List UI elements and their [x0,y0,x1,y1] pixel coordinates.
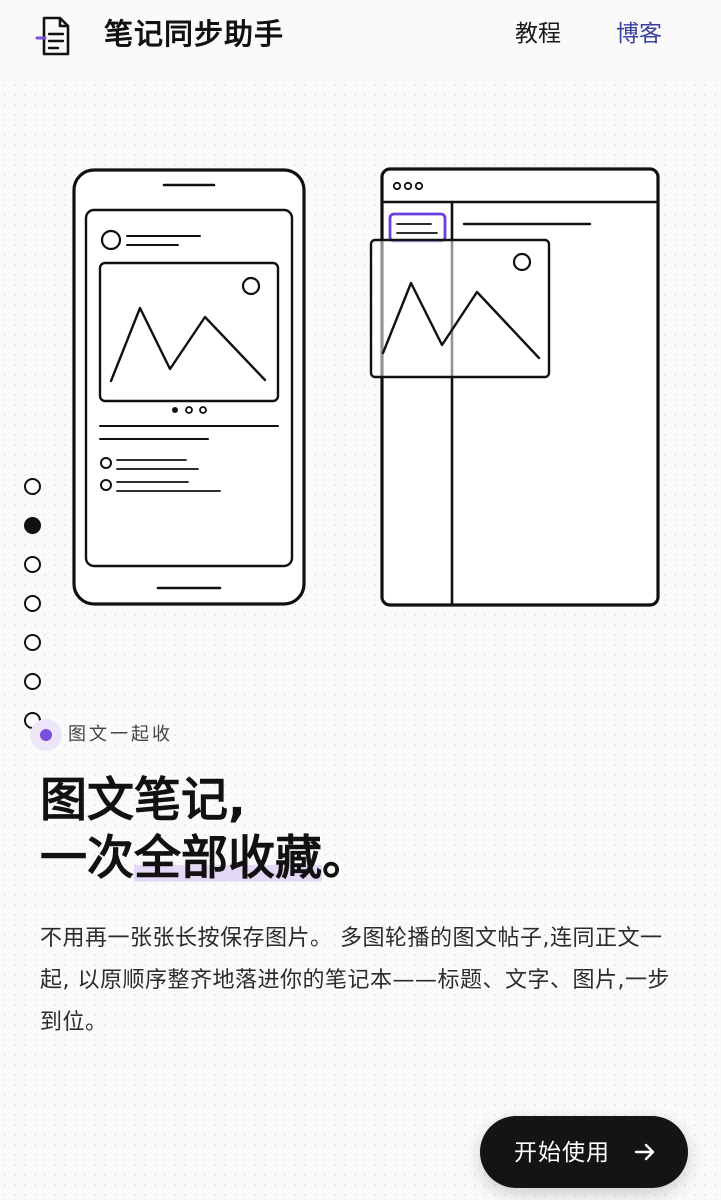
brand-name[interactable]: 笔记同步助手 [104,17,285,51]
feature-headline: 图文笔记, 一次全部收藏。 [40,772,369,888]
pager-dot-1[interactable] [24,478,41,495]
pager-dot-4[interactable] [24,595,41,612]
arrow-right-icon [634,1143,655,1161]
headline-line-1: 图文笔记, [40,773,246,828]
hero-illustration [72,167,660,607]
tag-dot-icon [40,729,52,741]
headline-highlight: 全部收藏 [134,831,322,886]
nav-link-blog[interactable]: 博客 [616,21,662,47]
phone-carousel-post-icon [72,168,306,606]
pager-dot-3[interactable] [24,556,41,573]
note-document-icon[interactable] [34,14,78,58]
site-header: 笔记同步助手 教程 博客 [0,0,721,84]
image-mountain-icon [369,238,551,379]
headline-line-2: 一次全部收藏。 [40,830,369,888]
pager-dot-2-active[interactable] [24,517,41,534]
nav-link-tutorial[interactable]: 教程 [515,21,561,47]
start-button-label: 开始使用 [514,1139,610,1165]
headline-line-2-prefix: 一次 [40,831,134,886]
pager-dot-5[interactable] [24,634,41,651]
start-button[interactable]: 开始使用 [480,1116,688,1188]
feature-description: 不用再一张张长按保存图片。 多图轮播的图文帖子,连同正文一起, 以原顺序整齐地落… [40,926,670,1035]
feature-tag-label: 图文一起收 [68,724,173,745]
browser-notebook-window-icon [380,167,660,607]
headline-line-2-suffix: 。 [322,831,369,886]
pager-dot-6[interactable] [24,673,41,690]
